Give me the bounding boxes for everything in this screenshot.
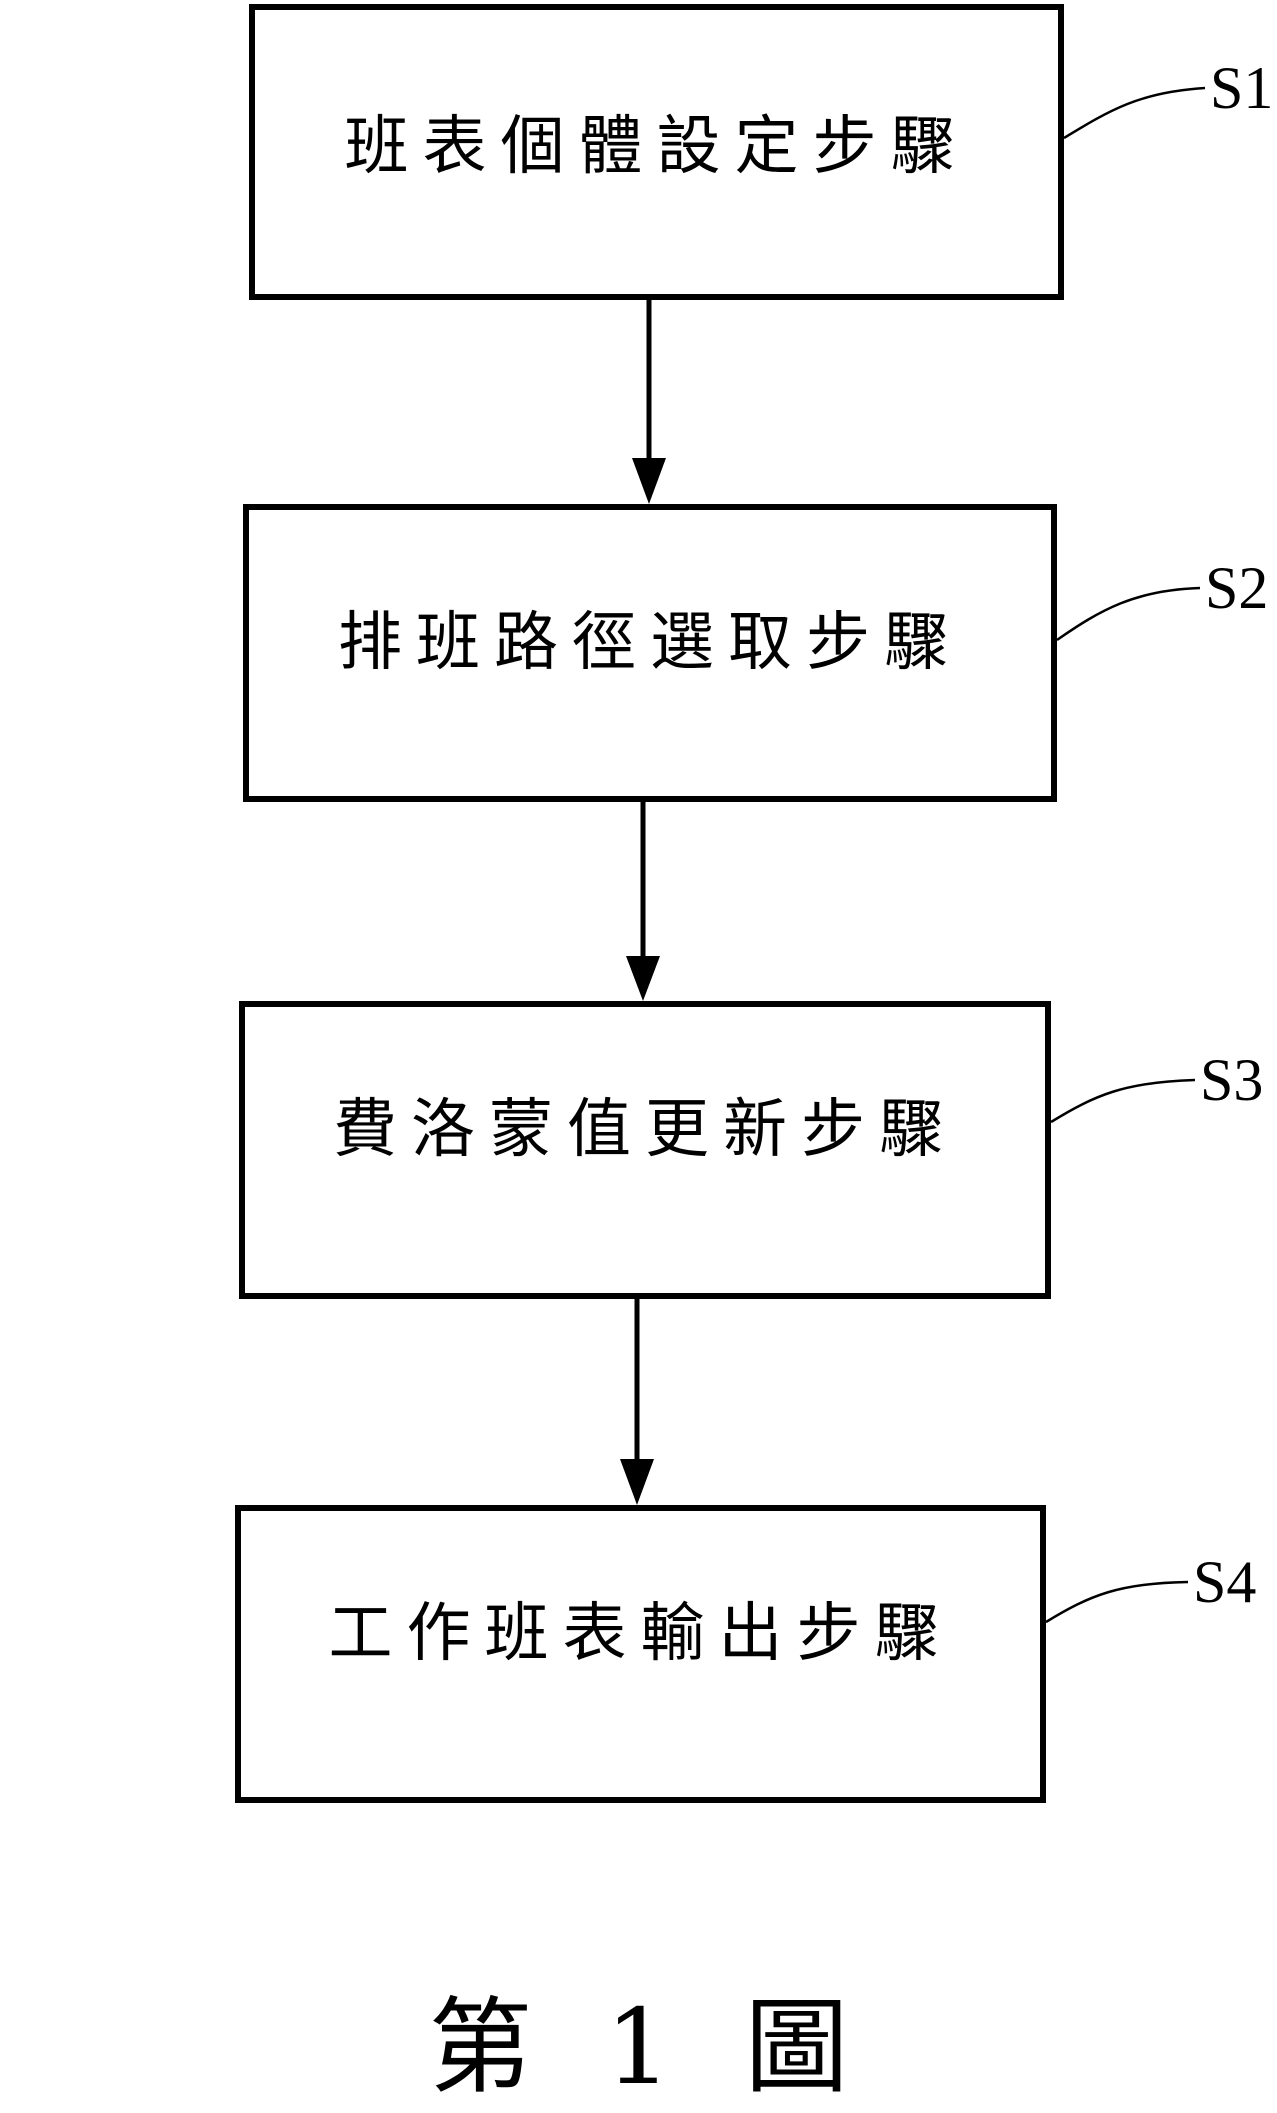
step-box-s2: 排班路徑選取步驟 xyxy=(243,504,1057,802)
step-id-s3: S3 xyxy=(1200,1047,1264,1113)
step-label: 工作班表輸出步驟 xyxy=(328,1597,953,1671)
figure-caption: 第 1 圖 xyxy=(428,1986,849,2108)
arrow-s2-s3 xyxy=(626,800,660,1001)
leader-line-s3 xyxy=(1050,1078,1196,1124)
leader-line-s4 xyxy=(1045,1580,1189,1624)
step-id-s1: S1 xyxy=(1210,55,1274,121)
step-box-s1: 班表個體設定步驟 xyxy=(249,4,1064,300)
step-box-s3: 費洛蒙值更新步驟 xyxy=(239,1001,1051,1299)
step-id-s4: S4 xyxy=(1193,1549,1257,1615)
arrow-s1-s2 xyxy=(632,298,666,504)
leader-line-s2 xyxy=(1056,586,1201,642)
arrow-s3-s4 xyxy=(620,1297,654,1505)
step-box-s4: 工作班表輸出步驟 xyxy=(235,1505,1046,1803)
leader-line-s1 xyxy=(1063,86,1206,140)
step-label: 費洛蒙值更新步驟 xyxy=(333,1093,957,1167)
step-label: 班表個體設定步驟 xyxy=(344,110,969,184)
step-id-s2: S2 xyxy=(1205,555,1269,621)
step-label: 排班路徑選取步驟 xyxy=(338,606,962,680)
